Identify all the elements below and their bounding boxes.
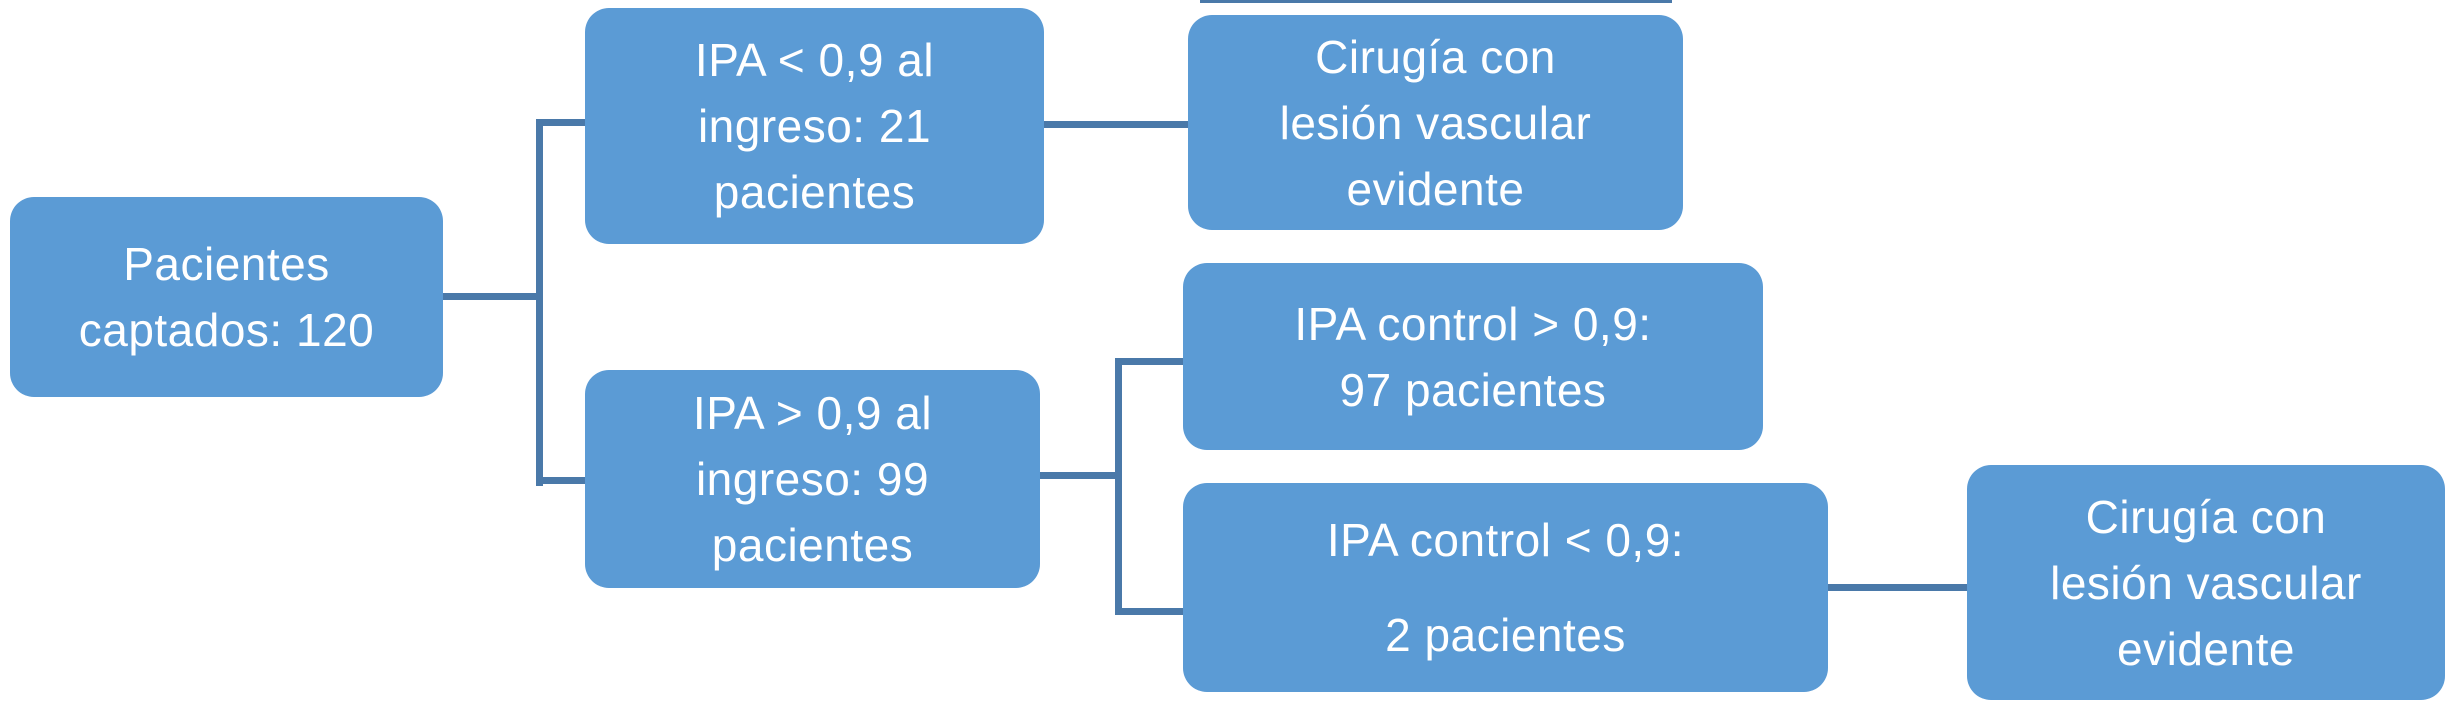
- connector-branch-to-control-menor: [1119, 608, 1183, 615]
- node-label: IPA control > 0,9: 97 pacientes: [1294, 297, 1652, 416]
- node-ipa-control-menor-09: IPA control < 0,9: 2 pacientes: [1183, 483, 1828, 692]
- connector-ipa-mayor-to-branch: [1040, 472, 1122, 479]
- node-cirugia-lesion-vascular-bottom: Cirugía con lesión vascular evidente: [1967, 465, 2445, 700]
- connector-branch-to-ipa-mayor: [540, 477, 585, 484]
- node-label: IPA < 0,9 al ingreso: 21 pacientes: [694, 34, 935, 218]
- node-label: IPA > 0,9 al ingreso: 99 pacientes: [692, 387, 933, 571]
- connector-branch-to-control-mayor: [1119, 358, 1183, 365]
- node-ipa-control-mayor-09: IPA control > 0,9: 97 pacientes: [1183, 263, 1763, 450]
- node-label: Pacientes captados: 120: [78, 238, 375, 356]
- node-label: Cirugía con lesión vascular evidente: [2050, 490, 2362, 675]
- node-pacientes-captados: Pacientes captados: 120: [10, 197, 443, 397]
- connector-ipa-menor-to-cirugia-top: [1044, 121, 1188, 128]
- connector-branch-to-ipa-menor: [540, 119, 585, 126]
- node-label: IPA control < 0,9: 2 pacientes: [1326, 513, 1685, 661]
- node-ipa-menor-09-ingreso: IPA < 0,9 al ingreso: 21 pacientes: [585, 8, 1044, 244]
- node-cirugia-lesion-vascular-top: Cirugía con lesión vascular evidente: [1188, 15, 1683, 230]
- connector-control-menor-to-cirugia-bottom: [1828, 584, 1967, 591]
- connector-branch-trunk-right: [1115, 358, 1122, 615]
- node-ipa-mayor-09-ingreso: IPA > 0,9 al ingreso: 99 pacientes: [585, 370, 1040, 588]
- node-label: Cirugía con lesión vascular evidente: [1279, 30, 1592, 215]
- connector-branch-trunk-left: [536, 119, 543, 486]
- top-edge-cropped-artifact: [1200, 0, 1672, 3]
- connector-pacientes-to-branch: [443, 293, 540, 300]
